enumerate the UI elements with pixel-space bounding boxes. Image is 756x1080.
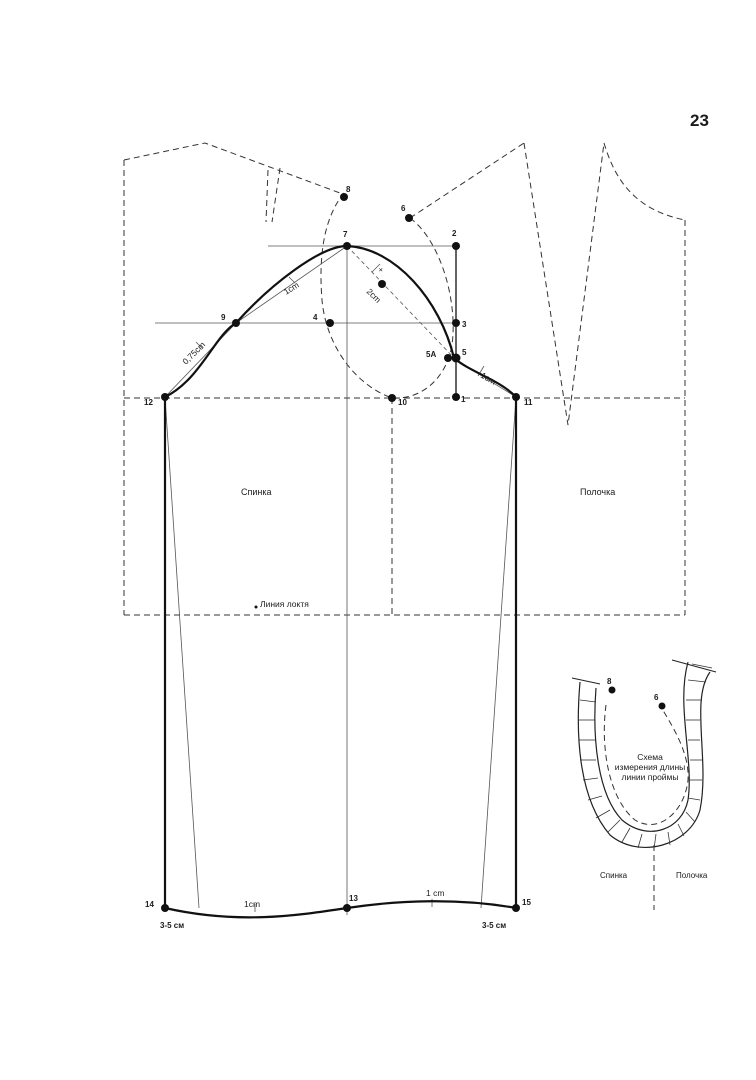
measurement-labels: 1cm 2cm + 0,75cm 1cm 1cm 1 cm 3-5 см 3-5… xyxy=(160,264,506,930)
point-1 xyxy=(452,393,460,401)
label-point-3: 3 xyxy=(462,320,467,329)
point-11 xyxy=(512,393,520,401)
cap-front-2cm: 2cm xyxy=(365,286,383,304)
point-15 xyxy=(512,904,520,912)
label-point-1: 1 xyxy=(461,395,466,404)
front-label: Полочка xyxy=(580,487,615,497)
inset-caption-line-1: Схема xyxy=(637,752,663,762)
inset-caption-line-3: линии проймы xyxy=(621,772,678,782)
pattern-points xyxy=(161,193,520,912)
hem-right-offset: 3-5 см xyxy=(482,921,506,930)
cap-plus: + xyxy=(376,264,387,275)
hem-front-1cm: 1 cm xyxy=(426,888,444,898)
label-point-11: 11 xyxy=(524,398,533,407)
inset-label-8: 8 xyxy=(607,677,612,686)
cap-back-1cm: 1cm xyxy=(282,280,301,297)
point-2 xyxy=(452,242,460,250)
bodice-outline xyxy=(123,142,686,616)
label-point-2: 2 xyxy=(452,229,457,238)
label-point-8: 8 xyxy=(346,185,351,194)
inset-point-6 xyxy=(658,702,666,710)
point-5a xyxy=(444,354,452,362)
label-point-7: 7 xyxy=(343,230,348,239)
inset-front-label: Полочка xyxy=(676,871,708,880)
label-point-13: 13 xyxy=(349,894,358,903)
point-3 xyxy=(452,319,460,327)
point-9 xyxy=(232,319,240,327)
inset-back-label: Спинка xyxy=(600,871,628,880)
point-14 xyxy=(161,904,169,912)
label-point-9: 9 xyxy=(221,313,226,322)
elbow-line-label: Линия локтя xyxy=(260,599,309,609)
inset-point-8 xyxy=(608,686,616,694)
label-point-15: 15 xyxy=(522,898,531,907)
point-labels: 1 2 3 4 5 5А 6 7 8 9 10 11 12 13 14 15 xyxy=(144,185,533,909)
point-4 xyxy=(326,319,334,327)
label-point-6: 6 xyxy=(401,204,406,213)
point-7 xyxy=(343,242,351,250)
label-point-4: 4 xyxy=(313,313,318,322)
point-cap-mark xyxy=(378,280,386,288)
point-6 xyxy=(405,214,413,222)
label-point-10: 10 xyxy=(398,398,407,407)
armhole-measure-inset: 8 6 Схема измерения длины линии проймы С… xyxy=(571,659,717,910)
inset-caption-line-2: измерения длины xyxy=(615,762,686,772)
label-point-14: 14 xyxy=(145,900,154,909)
point-10 xyxy=(388,394,396,402)
point-13 xyxy=(343,904,351,912)
hem-back-1cm: 1cm xyxy=(244,899,260,909)
point-8 xyxy=(340,193,348,201)
back-label: Спинка xyxy=(241,487,272,497)
label-point-5: 5 xyxy=(462,348,467,357)
point-12 xyxy=(161,393,169,401)
sleeve-outline xyxy=(163,244,518,919)
point-5 xyxy=(451,353,461,363)
page-number: 23 xyxy=(690,111,709,130)
inset-label-6: 6 xyxy=(654,693,659,702)
hem-left-offset: 3-5 см xyxy=(160,921,184,930)
label-point-5a: 5А xyxy=(426,350,436,359)
label-point-12: 12 xyxy=(144,398,153,407)
region-labels: Спинка Полочка Линия локтя xyxy=(241,487,615,609)
elbow-line-marker xyxy=(254,605,258,609)
